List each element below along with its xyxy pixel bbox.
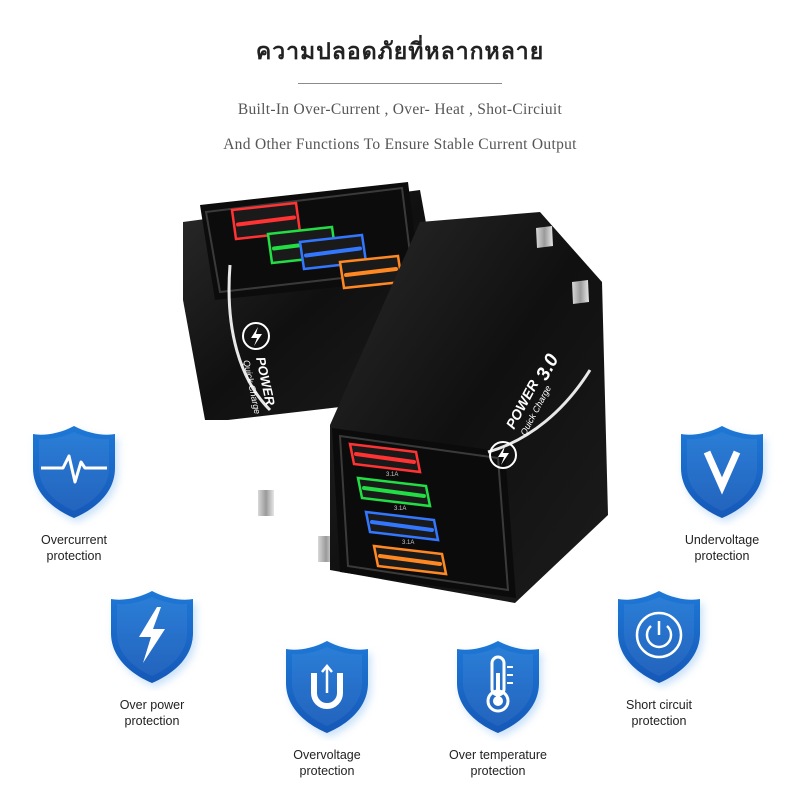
power-button-icon (635, 611, 683, 659)
feature-label-sub: protection (694, 549, 750, 563)
feature-label: Over temperature (449, 748, 547, 762)
shield-badge (97, 581, 207, 691)
feature-label: Undervoltage (684, 533, 760, 547)
u-arrow-icon (311, 664, 343, 709)
feature-short-circuit: Short circuit protection (584, 581, 734, 729)
feature-label-sub: protection (631, 714, 687, 728)
pulse-line-icon (41, 454, 107, 484)
lightning-bolt-icon (139, 607, 165, 663)
thermometer-icon (486, 655, 513, 713)
front-bolt-badge (489, 441, 517, 469)
shield-badge (667, 416, 777, 526)
usb-port-led (362, 486, 426, 498)
page-title: ความปลอดภัยที่หลากหลาย (255, 39, 545, 65)
front-prong-2 (572, 280, 589, 304)
back-bolt-badge (242, 322, 270, 350)
title-divider (298, 83, 502, 84)
front-bolt-icon (498, 446, 509, 465)
usb-port-led (378, 554, 442, 566)
back-bolt-icon (251, 327, 262, 346)
feature-label-sub: protection (124, 714, 180, 728)
shield-badge (604, 581, 714, 691)
back-version-text: 3.0 (256, 413, 281, 442)
feature-label: Overvoltage (293, 748, 361, 762)
port-rating-label: 3.1A (402, 540, 414, 546)
front-white-stripe (487, 369, 592, 454)
feature-undervoltage: Undervoltage protection (647, 416, 797, 564)
shield-badge (272, 631, 382, 741)
port-rating-label: 3.1A (394, 506, 406, 512)
shield-badge (19, 416, 129, 526)
front-charger: POWER Quick Charge 3.0 3.1A3.1A3.1A (330, 212, 608, 603)
feature-over-power: Over power protection (77, 581, 227, 729)
usb-port-led (354, 452, 416, 464)
back-prong-1 (258, 490, 274, 516)
back-charger: POWER Quick Charge 3.0 (183, 182, 440, 562)
usb-port-led (236, 215, 296, 227)
front-prong-1 (536, 226, 553, 248)
feature-overvoltage: Overvoltage protection (252, 631, 402, 779)
letter-v-icon (703, 450, 741, 495)
feature-label: Over power (119, 698, 185, 712)
feature-label: Overcurrent (41, 533, 107, 547)
usb-port-led (370, 520, 434, 532)
back-white-stripe (227, 264, 272, 412)
usb-port-led (304, 246, 362, 258)
usb-port-led (344, 267, 398, 277)
feature-label-sub: protection (470, 764, 526, 778)
subtitle-line-1: Built-In Over-Current , Over- Heat , Sho… (237, 101, 563, 118)
shield-badge (443, 631, 553, 741)
feature-label-sub: protection (46, 549, 102, 563)
front-usb-ports: 3.1A 3.1A 3.1A (348, 442, 448, 576)
feature-over-temperature: Over temperature protection (423, 631, 573, 779)
subtitle-line-2: And Other Functions To Ensure Stable Cur… (223, 136, 577, 153)
port-rating-label: 3.1A (386, 472, 398, 478)
feature-label-sub: protection (299, 764, 355, 778)
feature-overcurrent: Overcurrent protection (0, 416, 149, 564)
feature-label: Short circuit (626, 698, 692, 712)
